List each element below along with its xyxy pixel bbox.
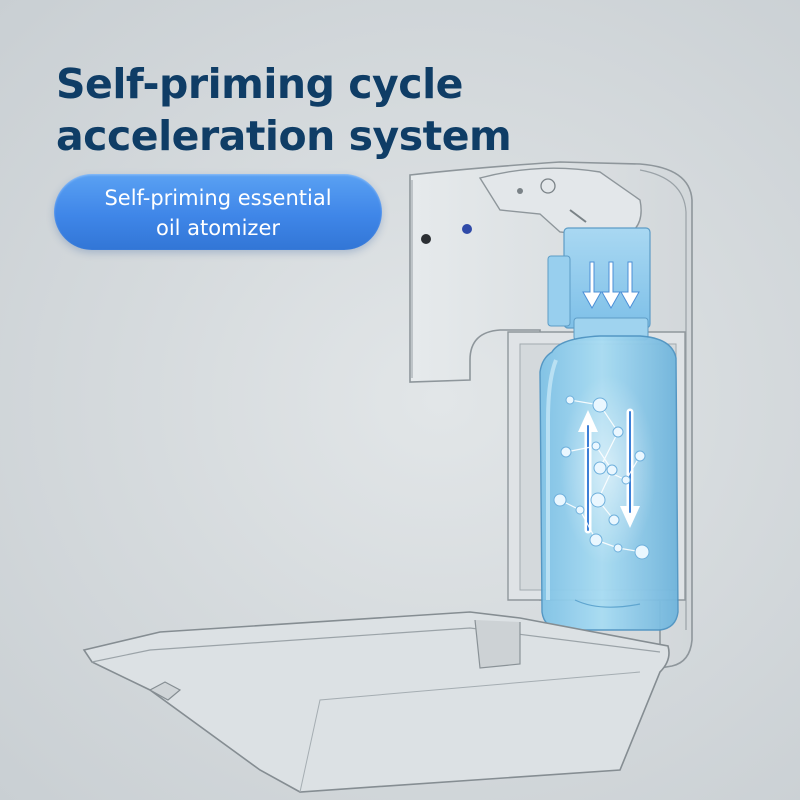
badge-line-2: oil atomizer bbox=[155, 216, 280, 240]
molecule-icon bbox=[553, 395, 650, 560]
badge-line-1: Self-priming essential bbox=[104, 186, 332, 210]
page-headline: Self-priming cycle acceleration system bbox=[56, 58, 512, 162]
up-arrow-icon bbox=[578, 410, 598, 534]
sensor-dot-left bbox=[421, 234, 431, 244]
open-tray bbox=[82, 611, 670, 793]
sensor-dot-right bbox=[462, 224, 472, 234]
liquid-bottle bbox=[539, 335, 679, 631]
down-arrow-icon bbox=[620, 408, 640, 528]
down-arrow-icon bbox=[582, 261, 640, 310]
headline-line-2: acceleration system bbox=[56, 112, 512, 160]
product-badge: Self-priming essential oil atomizer bbox=[54, 174, 382, 250]
headline-line-1: Self-priming cycle bbox=[56, 60, 463, 108]
